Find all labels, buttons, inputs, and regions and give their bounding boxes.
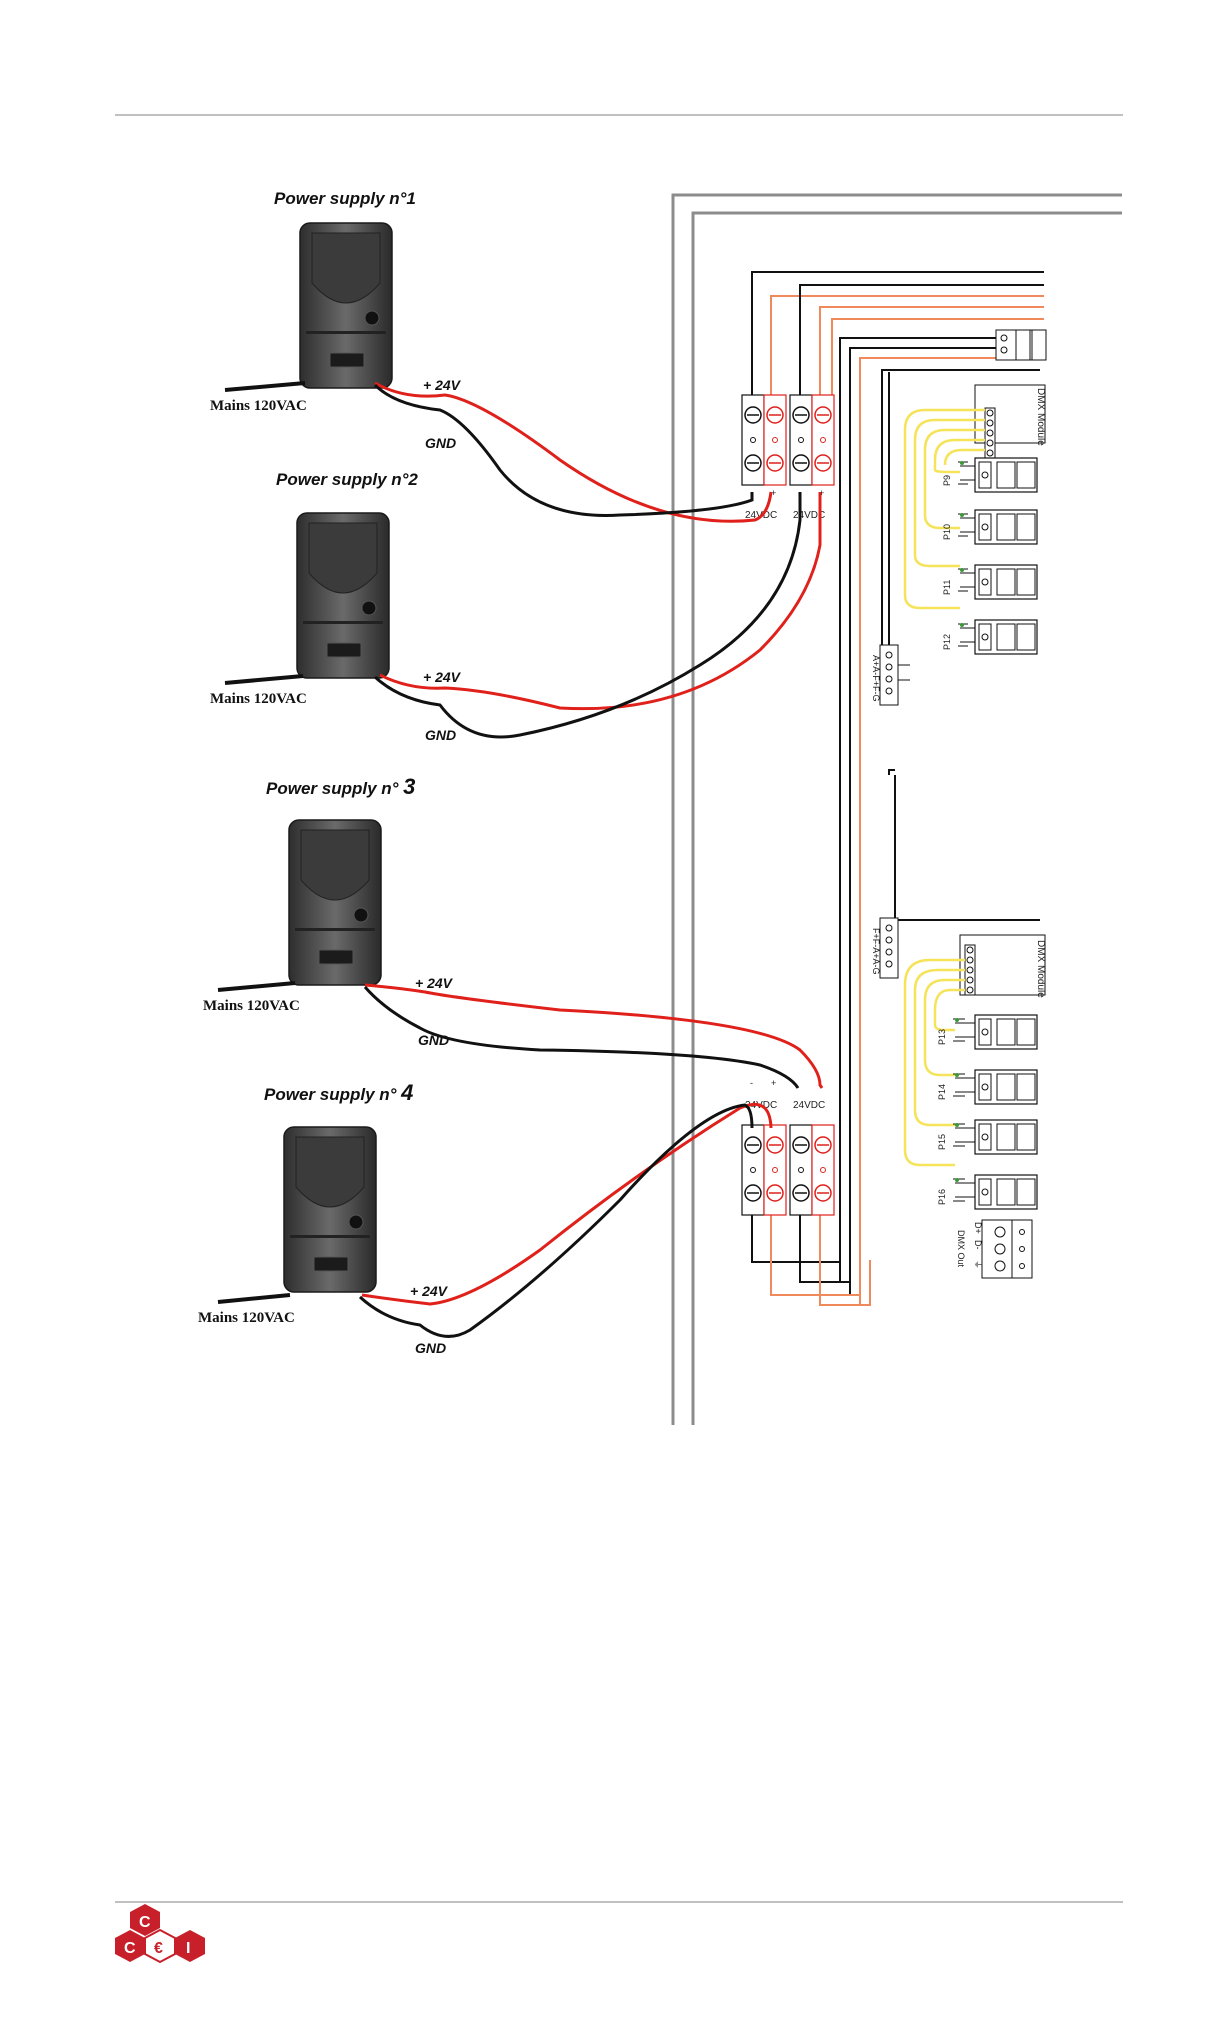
dmx-module-upper: DMX Module: [975, 385, 1046, 458]
power-supply-1: Power supply n°1 Mains 120VAC + 24V GND: [210, 189, 462, 451]
power-supply-title-3: Power supply n° 3: [266, 774, 415, 799]
plus-label-1: + 24V: [423, 377, 462, 393]
connector-label-upper: A+A-F+F-G: [871, 655, 881, 702]
terminal-blocks-lower: - + 24VDC 24VDC: [742, 1078, 834, 1215]
svg-text:I: I: [186, 1940, 190, 1957]
terminal-voltage-label-4: 24VDC: [793, 1100, 825, 1111]
mains-label-4: Mains 120VAC: [198, 1310, 295, 1326]
yellow-wires-upper: [905, 410, 985, 608]
port-label-p12: P12: [942, 634, 952, 650]
power-supply-3: Power supply n° 3 Mains 120VAC + 24V GND: [203, 774, 454, 1048]
port-label-p13: P13: [937, 1029, 947, 1045]
port-label-p9: P9: [942, 475, 952, 486]
mains-label-1: Mains 120VAC: [210, 398, 307, 414]
plus-label-3: + 24V: [415, 975, 454, 991]
port-label-p14: P14: [937, 1084, 947, 1100]
port-label-p10: P10: [942, 524, 952, 540]
gnd-label-1: GND: [425, 435, 456, 451]
power-supply-4: Power supply n° 4 Mains 120VAC + 24V GND: [198, 1080, 449, 1356]
lower-bus-wiring: [752, 1205, 870, 1305]
ccei-logo: C C € I: [115, 1904, 205, 1962]
dmx-pin-ground: ⏚: [973, 1260, 983, 1269]
dmx-out-connector: D+ D- ⏚ DMX Out: [956, 1220, 1032, 1278]
power-supply-title-2: Power supply n°2: [276, 470, 418, 489]
connector-label-lower: F+F-A+A-G: [871, 928, 881, 975]
terminal-minus-3: -: [750, 1078, 753, 1088]
terminal-plus-3: +: [771, 1078, 776, 1088]
gnd-label-4: GND: [415, 1340, 446, 1356]
plus-label-4: + 24V: [410, 1283, 449, 1299]
yellow-wires-lower: [905, 960, 965, 1165]
top-connector: [996, 330, 1046, 360]
mains-label-3: Mains 120VAC: [203, 998, 300, 1014]
power-supply-title-1: Power supply n°1: [274, 189, 416, 208]
dmx-out-label: DMX Out: [956, 1230, 966, 1268]
port-label-p15: P15: [937, 1134, 947, 1150]
connector-lower: F+F-A+A-G: [871, 918, 898, 978]
mains-label-2: Mains 120VAC: [210, 691, 307, 707]
dmx-pin-d-minus: D-: [973, 1240, 983, 1250]
ports-lower: P13 P14 P15 P16: [937, 1015, 1037, 1209]
svg-text:C: C: [124, 1940, 136, 1957]
dmx-pin-d-plus: D+: [973, 1222, 983, 1234]
plus-label-2: + 24V: [423, 669, 462, 685]
enclosure-outline: [673, 195, 1122, 1425]
svg-text:€: €: [154, 1940, 163, 1957]
svg-text:C: C: [139, 1914, 151, 1931]
port-label-p11: P11: [942, 580, 952, 595]
dmx-module-label-upper: DMX Module: [1035, 388, 1046, 446]
power-supply-title-4: Power supply n° 4: [264, 1080, 413, 1105]
dmx-module-lower: DMX Module: [960, 935, 1046, 998]
ports-upper: P9 P10 P11 P12: [942, 458, 1037, 654]
connector-upper: A+A-F+F-G: [871, 645, 910, 705]
gnd-label-2: GND: [425, 727, 456, 743]
port-label-p16: P16: [937, 1189, 947, 1205]
dmx-module-label-lower: DMX Module: [1035, 940, 1046, 998]
